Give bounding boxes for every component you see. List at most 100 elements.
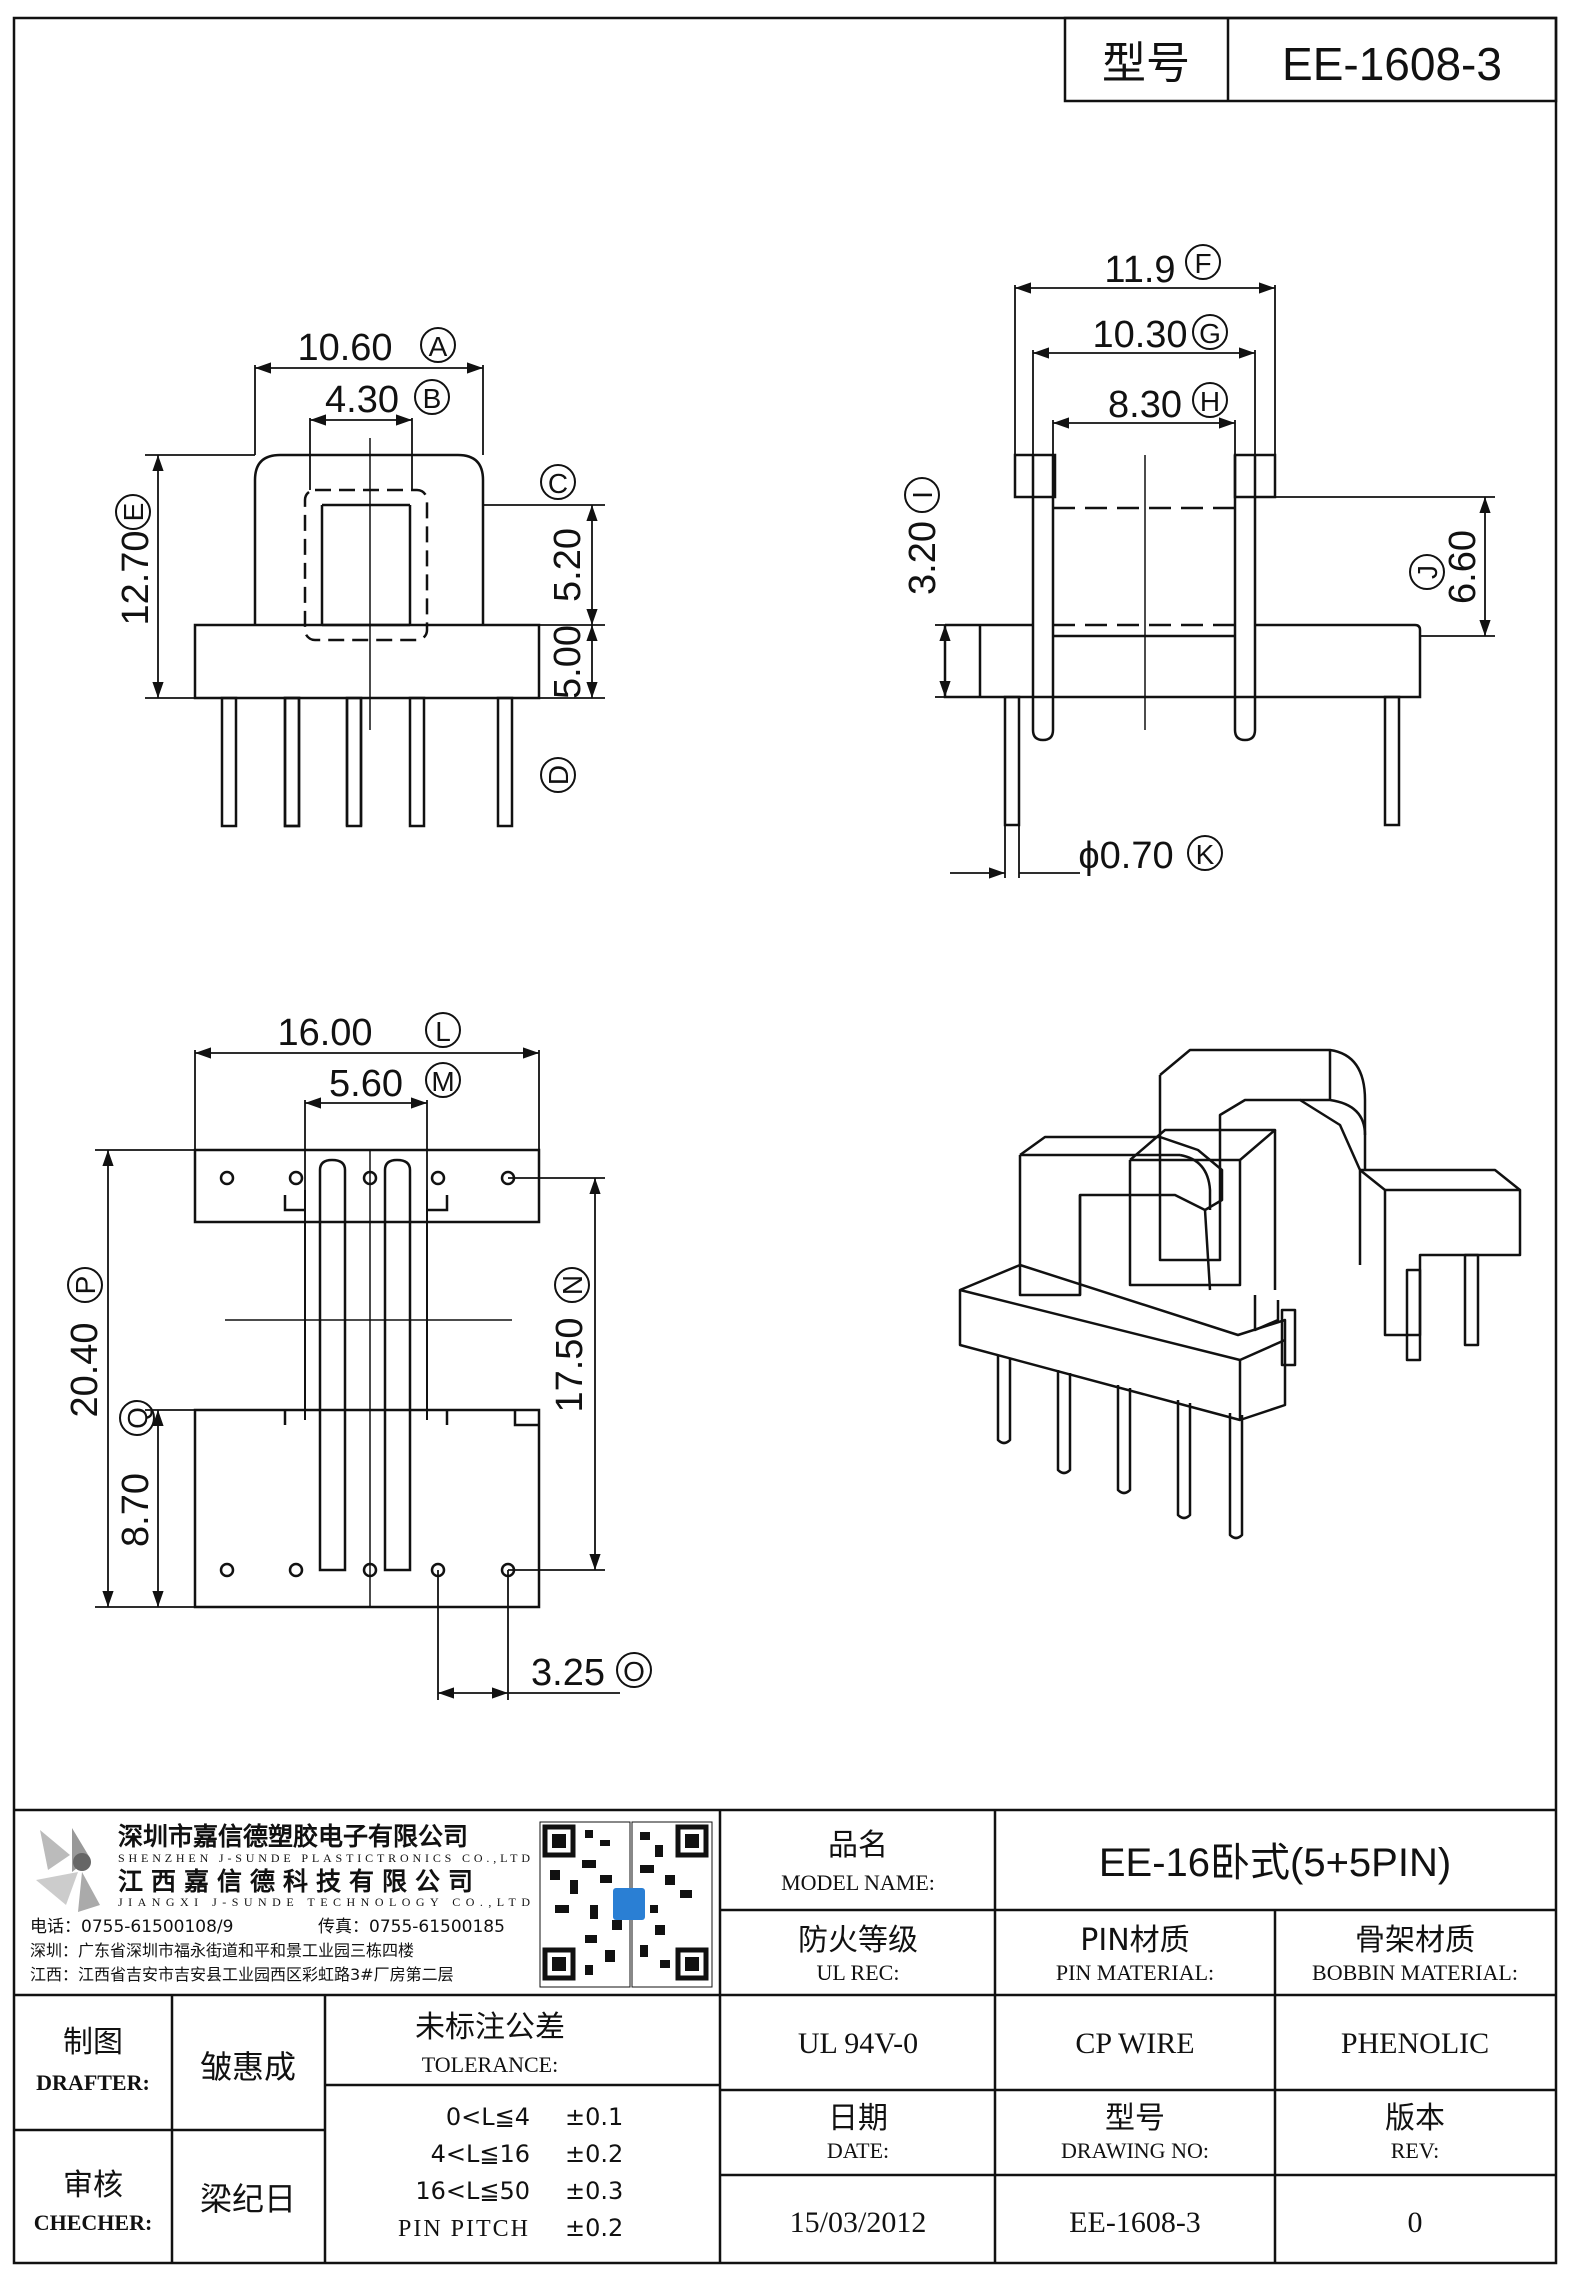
pin-material-value: CP WIRE (1075, 2027, 1194, 2060)
label-f-circle (1185, 244, 1221, 280)
bottom-view (193, 1148, 541, 1609)
drawing-no-cn: 型号 (1105, 2101, 1165, 2136)
qr-code-right (613, 1821, 713, 1988)
address-shenzhen: 深圳：广东省深圳市福永街道和平和景工业园三栋四楼 (30, 1941, 414, 1960)
dim-g-value: 10.30 (1092, 314, 1187, 356)
label-j-circle (1409, 554, 1445, 590)
label-n: N (557, 1275, 588, 1295)
dim-m-value: 5.60 (329, 1063, 403, 1105)
bottom-view-dimensions (95, 1047, 620, 1700)
tolerance-value: ±0.3 (565, 2177, 623, 2205)
label-a-circle (420, 327, 456, 363)
address-jiangxi: 江西：江西省吉安市吉安县工业园西区彩虹路3#厂房第二层 (30, 1965, 454, 1984)
rev-cn: 版本 (1385, 2101, 1445, 2136)
drafter-name: 皱惠成 (200, 2048, 296, 2086)
qr-code-left (539, 1821, 631, 1988)
company-cn-1: 深圳市嘉信德塑胶电子有限公司 (118, 1822, 468, 1851)
tolerance-value: ±0.2 (565, 2214, 623, 2242)
header-model-label: 型号 (1102, 38, 1190, 89)
label-h-circle (1192, 382, 1228, 418)
pin-material-en: PIN MATERIAL: (1056, 1960, 1214, 1985)
ul-rec-cn: 防火等级 (798, 1923, 918, 1958)
dim-h-value: 8.30 (1108, 384, 1182, 426)
label-c-circle (540, 464, 576, 500)
label-o-circle (616, 1652, 652, 1688)
label-l-circle (425, 1012, 461, 1048)
tolerance-value: ±0.1 (565, 2103, 623, 2131)
bobbin-material-cn: 骨架材质 (1355, 1923, 1475, 1958)
header-model-box: 型号 EE-1608-3 (1063, 16, 1558, 103)
label-p-circle (67, 1267, 103, 1303)
company-en-2: JIANGXI J-SUNDE TECHNOLOGY CO.,LTD (118, 1895, 530, 1909)
title-block-grid (14, 1808, 1556, 2263)
company-fax: 传真：0755-61500185 (318, 1917, 505, 1937)
date-cn: 日期 (828, 2101, 888, 2136)
tolerance-value: ±0.2 (565, 2140, 623, 2168)
label-p: P (70, 1276, 101, 1295)
label-g-circle (1192, 314, 1228, 350)
dim-p-value: 20.40 (64, 1322, 106, 1417)
label-k: K (1196, 839, 1215, 870)
front-view-dimensions (145, 362, 605, 699)
ul-rec-value: UL 94V-0 (798, 2027, 918, 2060)
bobbin-material-value: PHENOLIC (1341, 2027, 1489, 2060)
bobbin-material-en: BOBBIN MATERIAL: (1312, 1960, 1518, 1985)
label-j: J (1412, 565, 1443, 579)
dim-e-value: 12.70 (115, 530, 157, 625)
date-value: 15/03/2012 (790, 2206, 927, 2239)
label-f: F (1194, 248, 1211, 279)
drafter-en: DRAFTER: (36, 2070, 150, 2095)
checker-cn: 审核 (63, 2168, 123, 2203)
company-logo (36, 1828, 100, 1912)
dim-j-value: 6.60 (1442, 530, 1484, 604)
dim-l-value: 16.00 (277, 1012, 372, 1054)
side-view-dimensions (935, 282, 1495, 879)
company-en-1: SHENZHEN J-SUNDE PLASTICTRONICS CO.,LTD (118, 1851, 530, 1865)
rev-en: REV: (1391, 2138, 1439, 2163)
dim-f-value: 11.9 (1104, 249, 1175, 291)
model-name-cn: 品名 (828, 1828, 888, 1863)
label-h: H (1200, 386, 1220, 417)
label-e-circle (115, 494, 151, 530)
sheet-border (12, 16, 1558, 2265)
label-c: C (548, 468, 568, 499)
header-model-value: EE-1608-3 (1282, 38, 1502, 90)
label-l: L (435, 1016, 451, 1047)
dim-b-value: 4.30 (325, 379, 399, 421)
label-i-circle (904, 477, 940, 513)
rev-value: 0 (1408, 2206, 1423, 2239)
label-k-circle (1187, 835, 1223, 871)
label-q-circle (119, 1400, 155, 1436)
tolerance-table: 0<L≦4 ±0.1 4<L≦16 ±0.2 16<L≦50 ±0.3 PIN … (398, 2103, 623, 2242)
label-m-circle (425, 1062, 461, 1098)
tolerance-en: TOLERANCE: (422, 2052, 558, 2077)
dim-k-value: ϕ0.70 (1078, 835, 1173, 877)
dim-o-value: 3.25 (531, 1652, 605, 1694)
tolerance-cn: 未标注公差 (415, 2010, 565, 2045)
drawing-no-en: DRAWING NO: (1061, 2138, 1209, 2163)
dim-520-value: 5.20 (547, 528, 589, 602)
tolerance-range: 4<L≦16 (431, 2140, 530, 2168)
label-b: B (423, 383, 442, 414)
drafter-cn: 制图 (63, 2025, 123, 2060)
dim-a-value: 10.60 (297, 327, 392, 369)
label-q: Q (122, 1407, 153, 1429)
label-a: A (429, 331, 448, 362)
label-g: G (1199, 318, 1221, 349)
tolerance-range: 0<L≦4 (446, 2103, 530, 2131)
tolerance-range: PIN PITCH (398, 2216, 530, 2242)
drawing-no-value: EE-1608-3 (1069, 2206, 1201, 2239)
dim-n-value: 17.50 (549, 1317, 591, 1412)
label-b-circle (414, 379, 450, 415)
company-cn-2: 江西嘉信德科技有限公司 (118, 1867, 481, 1896)
checker-name: 梁纪日 (200, 2180, 296, 2218)
label-i: I (907, 491, 938, 499)
label-m: M (431, 1066, 454, 1097)
label-n-circle (554, 1267, 590, 1303)
model-name-value: EE-16卧式(5+5PIN) (1099, 1841, 1451, 1885)
model-name-en: MODEL NAME: (781, 1870, 935, 1895)
label-d: D (543, 765, 574, 785)
dim-q-value: 8.70 (115, 1473, 157, 1547)
